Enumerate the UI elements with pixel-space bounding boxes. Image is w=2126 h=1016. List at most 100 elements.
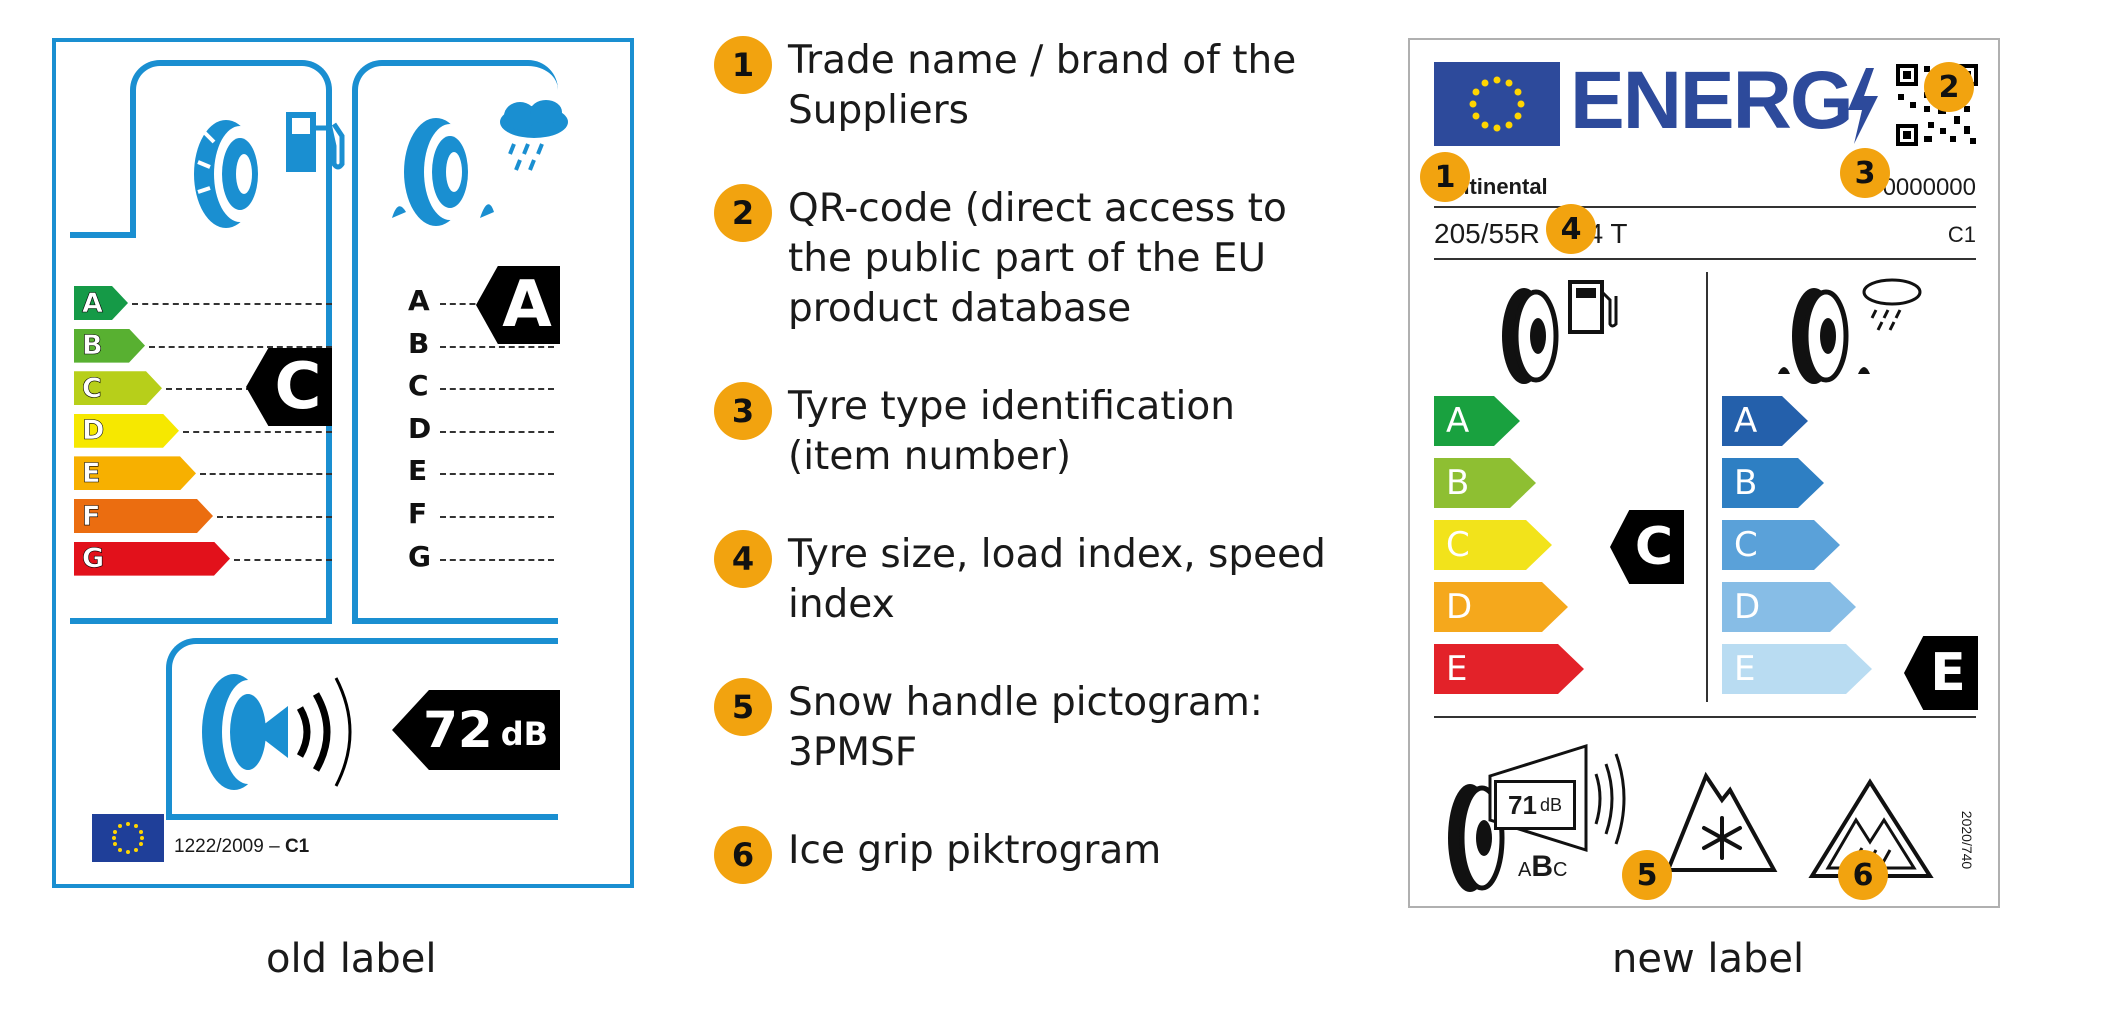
divider — [1434, 206, 1976, 208]
divider — [1434, 258, 1976, 260]
old-regulation-number: 1222/2009 – — [174, 836, 285, 857]
new-wet-rating: E — [1930, 643, 1966, 703]
old-wet-dash — [440, 388, 554, 391]
new-fuel-rating-tag: C — [1610, 510, 1684, 584]
new-fuel-letter: A — [1446, 401, 1470, 441]
snow-mountain-icon — [1665, 771, 1778, 872]
old-fuel-scale-row: E — [74, 456, 196, 490]
old-fuel-arrow: E — [74, 456, 196, 490]
divider — [1706, 272, 1708, 702]
old-fuel-scale-row: B — [74, 329, 145, 363]
new-fuel-arrow: E — [1434, 644, 1584, 694]
legend-badge: 3 — [714, 382, 772, 440]
old-fuel-dash — [200, 473, 332, 476]
legend-text: Trade name / brand of the Suppliers — [788, 38, 1297, 133]
legend-badge: 2 — [714, 184, 772, 242]
new-regulation: 2020/740 — [1958, 810, 1975, 870]
old-fuel-arrow: A — [74, 286, 128, 320]
old-fuel-arrow: G — [74, 542, 230, 576]
badge-6: 6 — [1838, 850, 1888, 900]
new-noise-value: 71 — [1508, 789, 1537, 820]
old-fuel-dash — [149, 345, 332, 348]
old-fuel-letter: A — [82, 287, 103, 319]
eu-flag-icon — [92, 814, 164, 862]
old-fuel-scale-row: F — [74, 499, 213, 533]
old-noise-unit: dB — [500, 715, 548, 753]
old-fuel-dash — [132, 303, 332, 305]
old-fuel-letter: B — [82, 330, 103, 362]
badge-3: 3 — [1840, 148, 1890, 198]
old-wet-dash — [440, 430, 554, 433]
new-wet-letter: D — [1734, 587, 1761, 627]
new-wet-arrow: D — [1722, 582, 1856, 632]
old-wet-dash — [440, 516, 554, 518]
new-label: ENERG ntinental 0000000 205/55R 94 T C1 — [1408, 38, 2000, 908]
new-noise-readout: 71 dB — [1494, 780, 1576, 830]
old-fuel-dash — [234, 558, 332, 561]
tyre-fuel-icon — [1502, 280, 1618, 384]
old-wet-letter: C — [408, 369, 429, 403]
old-wet-letter: B — [408, 326, 430, 360]
old-fuel-letter: E — [82, 457, 101, 489]
legend-text: QR-code (direct access to the public par… — [788, 186, 1287, 331]
noise-class-b: B — [1531, 850, 1554, 883]
rain-cloud-icon — [500, 100, 568, 171]
old-fuel-letter: G — [82, 543, 105, 575]
new-fuel-arrow: A — [1434, 396, 1520, 446]
old-wet-letter: D — [408, 411, 432, 445]
new-noise-unit: dB — [1539, 794, 1562, 815]
old-wet-letter: A — [408, 284, 430, 317]
divider — [1434, 716, 1976, 718]
tyre-class: C1 — [1947, 222, 1976, 247]
noise-class: ABC — [1518, 850, 1567, 884]
old-wet-dash — [440, 558, 554, 561]
legend-text: Tyre size, load index, speed index — [788, 532, 1326, 627]
legend-text: Tyre type identification (item number) — [788, 384, 1235, 479]
new-wet-arrow: A — [1722, 396, 1808, 446]
legend-badge: 4 — [714, 530, 772, 588]
badge-4: 4 — [1546, 204, 1596, 254]
eu-flag-icon — [1434, 62, 1560, 146]
old-fuel-arrow: C — [74, 371, 162, 405]
old-regulation-class: C1 — [284, 836, 310, 857]
legend-item: 4 Tyre size, load index, speed index — [714, 530, 1348, 630]
legend-item: 2 QR-code (direct access to the public pa… — [714, 184, 1348, 334]
new-wet-letter: E — [1734, 649, 1756, 689]
brand-name: ntinental — [1456, 174, 1548, 199]
new-fuel-letter: C — [1446, 525, 1470, 565]
new-fuel-arrow: D — [1434, 582, 1568, 632]
new-fuel-letter: D — [1446, 587, 1473, 627]
legend-item: 6 Ice grip piktrogram — [714, 826, 1161, 884]
old-wet-letter: E — [408, 454, 428, 488]
old-fuel-arrow: F — [74, 499, 213, 533]
old-fuel-scale-row: G — [74, 542, 230, 576]
legend-badge: 1 — [714, 36, 772, 94]
new-wet-letter: C — [1734, 525, 1758, 565]
old-regulation: 1222/2009 – C1 — [174, 836, 309, 858]
new-fuel-arrow: B — [1434, 458, 1536, 508]
old-fuel-rating: C — [274, 350, 322, 424]
new-fuel-letter: E — [1446, 649, 1468, 689]
old-fuel-letter: C — [82, 372, 102, 404]
legend-item: 3 Tyre type identification (item number) — [714, 382, 1348, 482]
old-wet-letter: G — [408, 539, 431, 573]
item-number: 0000000 — [1882, 174, 1976, 201]
new-wet-letter: A — [1734, 401, 1758, 441]
legend-item: 5 Snow handle pictogram: 3PMSF — [714, 678, 1348, 778]
legend-item: 1 Trade name / brand of the Suppliers — [714, 36, 1348, 136]
old-wet-dash — [440, 473, 554, 476]
tyre-wet-icon — [392, 118, 494, 226]
old-wet-rating: A — [502, 268, 552, 342]
legend-text: Snow handle pictogram: 3PMSF — [788, 680, 1263, 775]
new-wet-arrow: B — [1722, 458, 1824, 508]
tyre-noise-icon — [202, 674, 352, 790]
badge-1: 1 — [1420, 152, 1470, 202]
new-fuel-rating: C — [1634, 517, 1674, 577]
legend-badge: 6 — [714, 826, 772, 884]
legend-text: Ice grip piktrogram — [788, 828, 1162, 873]
old-fuel-arrow: D — [74, 414, 179, 448]
old-noise-tag: 72 dB — [392, 690, 560, 770]
legend-badge: 5 — [714, 678, 772, 736]
old-fuel-letter: F — [82, 500, 101, 532]
